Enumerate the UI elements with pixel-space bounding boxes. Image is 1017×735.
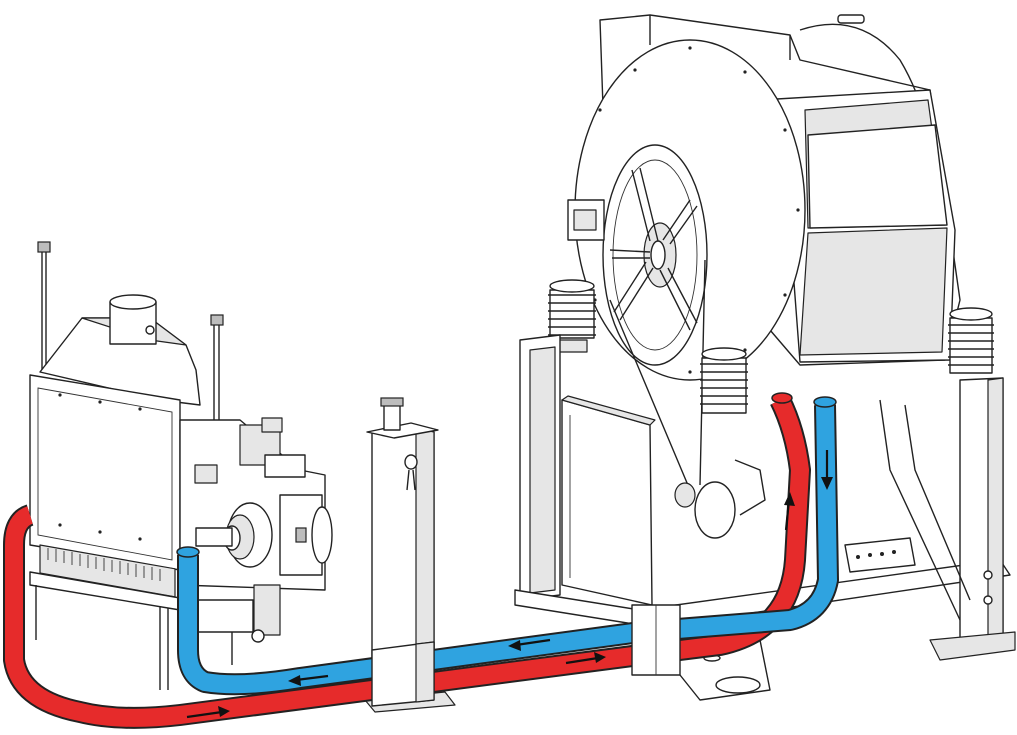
arrow-cold-drop-down [821,450,833,490]
drive-pulley [602,144,708,366]
control-cabinet [561,399,653,606]
right-spring-mount [948,307,994,374]
center-spring-mount [700,347,748,414]
junction-box [844,537,916,573]
cold-pipe-outlet-cap [813,396,837,408]
arrow-cold-center-left [508,638,551,651]
cold-pipe-inlet-cap [176,546,200,558]
cooler-unit [514,14,1016,701]
arrow-hot-riser-up [784,492,795,531]
arrow-hot-center-right [565,652,606,665]
gauge-fitting [404,454,418,470]
hot-supply-pipe [5,395,809,727]
flow-direction-arrows [186,450,833,719]
arrow-cold-bottom-left [288,674,329,686]
hot-pipe-inlet-cap [771,392,793,404]
cold-return-pipe [179,404,837,694]
heater-unit [29,241,333,690]
arrow-hot-bottom-right [186,706,230,719]
expansion-column [364,397,456,713]
left-spring-mount [548,279,596,353]
heater-front-panel [29,374,181,571]
